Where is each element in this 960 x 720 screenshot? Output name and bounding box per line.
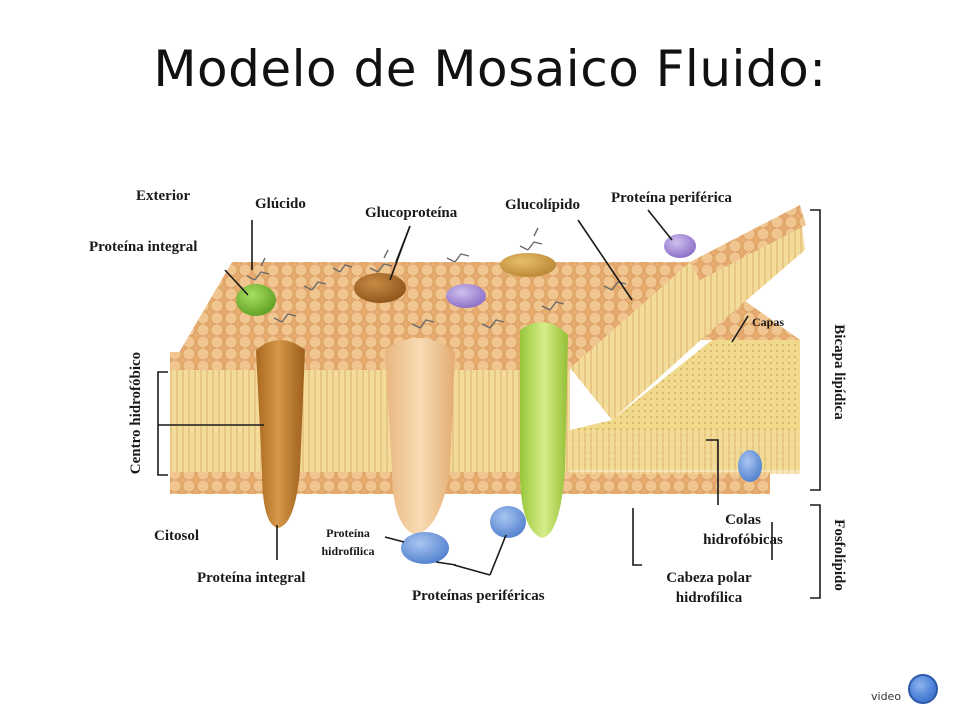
label-cabeza-line2: hidrofílica [675,590,743,606]
glucido-chains [246,227,627,329]
lipid-heads-bottom-row [170,472,770,494]
label-glucido: Glúcido [255,196,306,212]
peripheral-protein-purple-1 [446,284,486,308]
peripheral-protein-blue-3 [738,450,762,482]
label-colas-line2: hidrofóbicas [703,532,783,548]
label-cabeza-polar: Cabeza polar hidrofílica [646,568,772,608]
label-glucoproteina: Glucoproteína [365,205,458,221]
label-capas: Capas [752,315,785,329]
glycoprotein-body [354,273,406,303]
peripheral-protein-blue-2 [490,506,526,538]
integral-protein-peach [385,337,455,535]
peripheral-protein-purple-2 [664,234,696,258]
label-proteina-hidrofilica: Proteína hidrofílica [310,524,386,560]
lipid-tails-right [570,430,800,474]
label-glucolipido: Glucolípido [505,197,581,213]
label-proteina-integral-top: Proteína integral [89,239,198,255]
label-proteina-integral-bottom: Proteína integral [197,570,306,586]
label-proteina-hidrofilica-line2: hidrofílica [321,544,375,558]
lipid-head-surface [170,262,800,368]
lipid-tails-left [170,365,570,477]
video-play-button[interactable] [908,674,938,704]
lipid-heads-top-row [170,352,570,370]
label-proteinas-perifericas: Proteínas periféricas [412,588,545,604]
label-centro-hidrofobico: Centro hidrofóbico [128,351,144,475]
bracket-centro [157,371,264,476]
label-colas-hidrofobicas: Colas hidrofóbicas [688,510,798,550]
lipid-sheet-rising [570,210,805,420]
video-label: video [871,690,902,703]
label-proteina-hidrofilica-line1: Proteína [326,526,370,540]
peripheral-protein-blue-1 [401,532,449,564]
glycolipid-body [500,253,556,277]
label-colas-line1: Colas [725,512,761,528]
label-citosol: Citosol [154,528,199,544]
integral-protein-lime [520,322,568,538]
integral-protein-brown [256,340,305,528]
label-fosfolipido: Fosfolípido [831,519,847,591]
label-cabeza-line1: Cabeza polar [666,570,752,586]
lipid-sheet-heads [690,205,806,280]
slide-title: Modelo de Mosaico Fluido: [153,40,827,98]
label-exterior: Exterior [136,188,191,204]
leader-lines [224,209,749,576]
label-proteina-periferica: Proteína periférica [611,190,732,206]
bracket-bicapa [632,209,821,599]
label-bicapa-lipidica: Bicapa lipídica [831,324,847,420]
